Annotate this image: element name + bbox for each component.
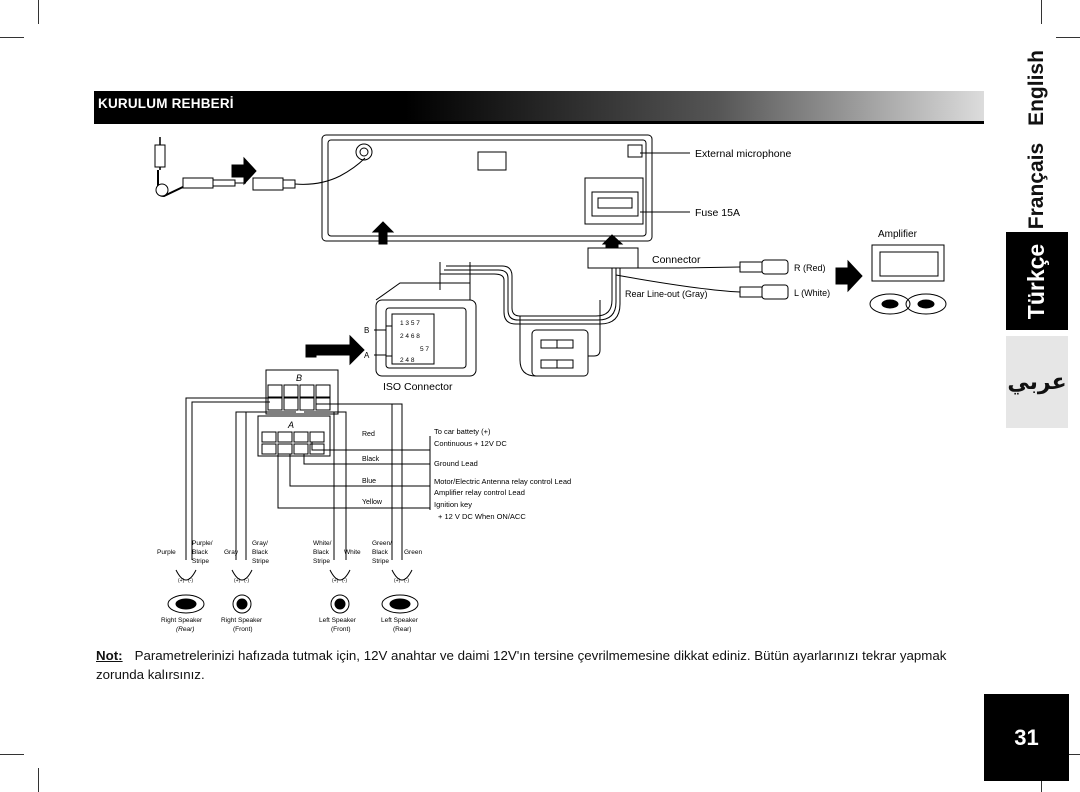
label-l-white: L (White): [794, 288, 830, 298]
speaker-3-pos: (Front): [331, 626, 351, 633]
tab-arabic[interactable]: عربي: [1006, 336, 1068, 428]
wire-white-black-3: Stripe: [313, 558, 330, 565]
speaker-right-rear: [167, 594, 205, 614]
pol-plus: (+): [332, 578, 339, 584]
wiring-diagram: External microphone Fuse 15A Amplifier C…: [154, 134, 947, 633]
wire-purple-black-1: Purple/: [192, 540, 213, 547]
pol-minus: (-): [404, 578, 409, 584]
iso-pins-row4: 2 4 8: [400, 357, 415, 364]
arrow-right-icon: [231, 156, 257, 186]
wire-green-black-3: Stripe: [372, 558, 389, 565]
iso-pins-row3: 5 7: [420, 346, 429, 353]
speaker-right-front: [232, 594, 252, 614]
crop-mark: [1056, 37, 1080, 38]
section-title: KURULUM REHBERİ: [98, 96, 234, 111]
label-connector: Connector: [652, 254, 701, 266]
pol-minus: (-): [342, 578, 347, 584]
desc-antenna: Motor/Electric Antenna relay control Lea…: [434, 477, 571, 486]
note-label: Not:: [96, 648, 123, 663]
tab-turkce-label: Türkçe: [1023, 243, 1050, 319]
tab-turkce[interactable]: Türkçe: [1006, 232, 1068, 330]
label-iso-a: A: [364, 351, 370, 360]
label-plug-a: A: [287, 420, 294, 430]
label-plug-b: B: [296, 373, 302, 383]
iso-connector: [374, 262, 477, 377]
crop-mark: [0, 754, 24, 755]
crop-mark: [38, 0, 39, 24]
label-iso-connector: ISO Connector: [383, 381, 453, 393]
wire-gray-black-2: Black: [252, 549, 269, 556]
wire-gray-black-1: Gray/: [252, 540, 268, 547]
header-rule: [94, 121, 984, 124]
label-amplifier: Amplifier: [878, 229, 918, 240]
speaker-left-rear: [381, 594, 419, 614]
wire-blue: Blue: [362, 478, 376, 485]
label-external-microphone: External microphone: [695, 148, 791, 160]
wire-purple-black-2: Black: [192, 549, 209, 556]
amplifier: [869, 244, 947, 315]
speaker-1-pos: (Rear): [176, 626, 194, 633]
wire-green: Green: [404, 549, 422, 556]
label-rear-line-out: Rear Line-out (Gray): [625, 289, 708, 299]
desc-continuous: Continuous + 12V DC: [434, 439, 507, 448]
wire-white-black-1: White/: [313, 540, 332, 547]
speaker-left-front: [330, 594, 350, 614]
section-header: KURULUM REHBERİ: [94, 91, 984, 121]
speaker-4-pos: (Rear): [393, 626, 411, 633]
crop-mark: [1041, 0, 1042, 24]
wire-gray-black-3: Stripe: [252, 558, 269, 565]
tab-francais-label: Français: [1025, 142, 1049, 230]
label-fuse: Fuse 15A: [695, 207, 740, 219]
desc-battery: To car battety (+): [434, 427, 491, 436]
tab-francais[interactable]: Français: [1006, 142, 1068, 230]
note-paragraph: Not:Parametrelerinizi hafızada tutmak iç…: [96, 646, 976, 684]
tab-arabic-label: عربي: [1007, 369, 1067, 395]
label-iso-b: B: [364, 326, 369, 335]
crop-mark: [38, 768, 39, 792]
wire-white: White: [344, 549, 361, 556]
note-text: Parametrelerinizi hafızada tutmak için, …: [96, 648, 947, 682]
wire-white-black-2: Black: [313, 549, 330, 556]
pol-minus: (-): [188, 578, 193, 584]
speaker-1-name: Right Speaker: [161, 617, 203, 624]
plug-a: [257, 415, 331, 457]
wire-yellow: Yellow: [362, 499, 383, 506]
pol-plus: (+): [234, 578, 241, 584]
speaker-4-name: Left Speaker: [381, 617, 419, 624]
tab-english[interactable]: English: [1006, 40, 1068, 135]
pol-plus: (+): [394, 578, 401, 584]
wire-purple-black-3: Stripe: [192, 558, 209, 565]
wire-purple: Purple: [157, 549, 176, 556]
head-unit-rear: [321, 134, 653, 242]
label-r-red: R (Red): [794, 263, 826, 273]
crop-mark: [0, 37, 24, 38]
desc-amp: Amplifier relay control Lead: [434, 488, 525, 497]
desc-ignition: Ignition key: [434, 500, 472, 509]
arrow-curved-icon: [305, 334, 365, 366]
wire-black: Black: [362, 456, 380, 463]
wire-green-black-2: Black: [372, 549, 389, 556]
speaker-2-name: Right Speaker: [221, 617, 263, 624]
pol-minus: (-): [244, 578, 249, 584]
wire-gray: Gray: [224, 549, 239, 556]
page-number: 31: [984, 694, 1069, 781]
speaker-3-name: Left Speaker: [319, 617, 357, 624]
antenna-plug: [154, 137, 366, 198]
wire-green-black-1: Green/: [372, 540, 392, 547]
pol-plus: (+): [178, 578, 185, 584]
tab-english-label: English: [1025, 49, 1048, 126]
desc-12v: + 12 V DC When ON/ACC: [438, 512, 526, 521]
speaker-2-pos: (Front): [233, 626, 253, 633]
desc-ground: Ground Lead: [434, 459, 478, 468]
wire-red: Red: [362, 431, 375, 438]
iso-pins-row1: 1 3 5 7: [400, 320, 420, 327]
iso-pins-row2: 2 4 6 8: [400, 333, 420, 340]
